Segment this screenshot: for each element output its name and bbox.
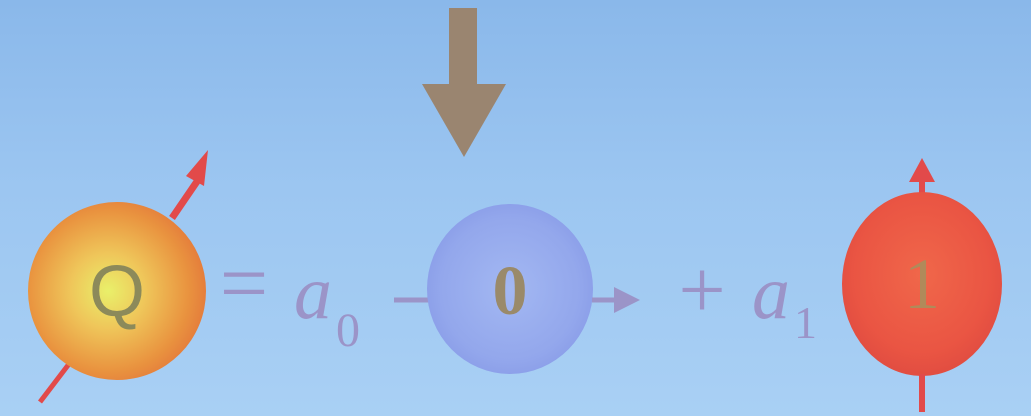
- vertical-spin-arrow-icon: [909, 158, 935, 182]
- q-label: Q: [89, 252, 145, 332]
- q-qubit-sphere: Q: [28, 150, 208, 404]
- a1-subscript: 1: [794, 297, 817, 348]
- diagonal-spin-arrow-icon: [186, 150, 208, 186]
- horizontal-spin-arrow-icon: [614, 287, 640, 313]
- one-label: 1: [904, 244, 940, 324]
- one-state-sphere: 1: [842, 158, 1002, 412]
- a0-subscript: 0: [336, 304, 360, 357]
- zero-label: 0: [493, 253, 528, 330]
- q-spin-tail: [38, 358, 74, 404]
- coefficient-a0: a 0: [294, 251, 360, 357]
- zero-state-sphere: 0: [394, 204, 640, 374]
- measurement-down-arrow-icon: [422, 8, 506, 157]
- coefficient-a1: a 1: [752, 251, 817, 348]
- a0-base: a: [294, 251, 332, 335]
- plus-sign: +: [678, 244, 725, 337]
- a1-base: a: [752, 251, 790, 335]
- equals-sign: =: [220, 235, 269, 331]
